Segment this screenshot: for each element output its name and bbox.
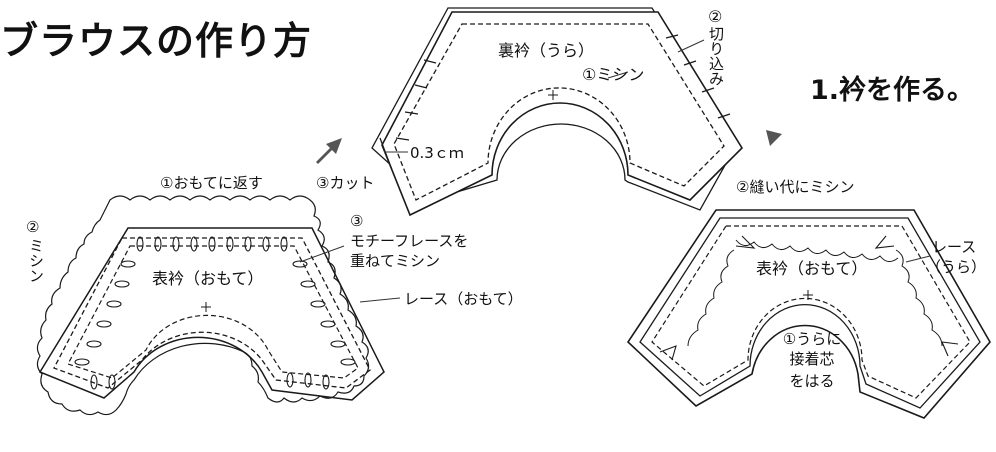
interfacing-label-line3: をはる	[789, 372, 835, 390]
clip-number: ②	[708, 7, 723, 26]
seam-sew-label: ②縫い代にミシン	[736, 178, 855, 196]
right-collar	[626, 209, 991, 419]
lace-ruffle-top	[735, 239, 899, 262]
center-mark-icon	[803, 290, 813, 300]
turn-right-side-out-label: ①おもてに返す	[160, 174, 263, 192]
right-collar-inner-outline	[639, 217, 981, 409]
left-collar	[36, 195, 385, 416]
leader-lines	[299, 39, 931, 303]
upper-collar-name-label: 裏衿（うら）	[498, 41, 595, 60]
clip-marks	[395, 34, 731, 141]
clip-label: 切り込み	[707, 26, 725, 86]
cut-label: ③カット	[316, 174, 375, 192]
right-collar-name-label: 表衿（おもて）	[756, 259, 868, 278]
lace-outer-edge	[36, 195, 370, 416]
lace-back-label-line1: レース	[932, 238, 977, 256]
motif-lace-top	[136, 236, 288, 252]
left-sew-number: ②	[26, 218, 40, 236]
center-mark-icon	[201, 302, 211, 312]
center-mark-icon	[548, 90, 558, 100]
left-collar-name-label: 表衿（おもて）	[152, 269, 264, 288]
upper-collar-sew-label: ①ミシン	[582, 65, 645, 84]
step-title: 1.衿を作る。	[810, 75, 975, 106]
right-collar-stitch-line	[651, 225, 971, 399]
motif-number: ③	[350, 212, 364, 230]
left-collar-outline	[38, 227, 385, 401]
left-collar-stitch-line-inner	[67, 245, 359, 379]
upper-collar-back-layer	[371, 7, 739, 211]
upper-collar	[371, 7, 744, 217]
page-title: ブラウスの作り方	[0, 19, 313, 63]
lace-ruffle-left	[687, 249, 735, 347]
interfacing-label-line1: ①うらに	[782, 330, 842, 348]
right-collar-outline	[626, 209, 991, 419]
left-collar-stitch-line	[53, 237, 371, 389]
lace-ruffle-right	[895, 249, 943, 347]
motif-label-line1: モチーフレースを	[350, 232, 469, 250]
seam-allowance-label: 0.3ｃｍ	[410, 144, 464, 162]
lace-front-label: レース（おもて）	[404, 290, 523, 308]
motif-lace-sides	[74, 260, 356, 390]
motif-label-line2: 重ねてミシン	[350, 252, 441, 270]
lace-back-label-line2: （うら）	[926, 258, 987, 276]
upper-collar-stitch-line	[393, 23, 725, 201]
arrow-down-left-icon	[316, 138, 342, 164]
interfacing-label-line2: 接着芯	[789, 350, 835, 368]
arrow-up-left-icon	[766, 130, 792, 158]
upper-collar-outline	[381, 11, 744, 217]
left-sew-label: ミシン	[27, 238, 45, 283]
